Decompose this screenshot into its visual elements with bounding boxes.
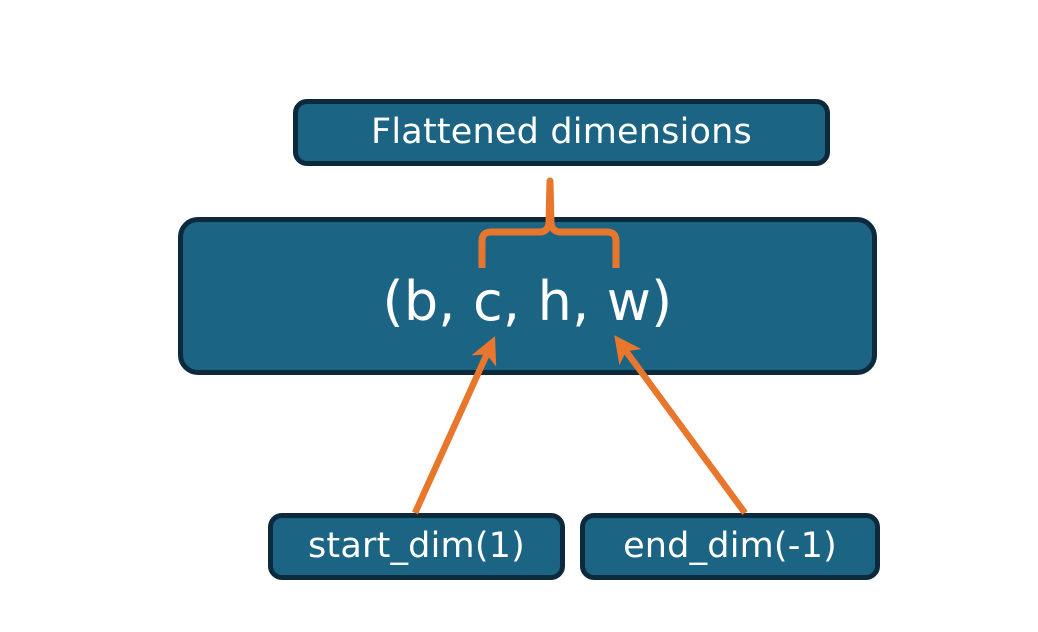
node-tensor-shape-tuple: (b, c, h, w): [178, 217, 877, 375]
node-end-dim-label: end_dim(-1): [623, 526, 837, 566]
node-end-dim: end_dim(-1): [580, 513, 880, 580]
node-start-dim: start_dim(1): [268, 513, 565, 580]
node-tensor-shape-tuple-label: (b, c, h, w): [382, 270, 673, 333]
node-start-dim-label: start_dim(1): [307, 526, 526, 566]
node-flattened-dimensions-label: Flattened dimensions: [371, 112, 752, 152]
node-flattened-dimensions: Flattened dimensions: [293, 99, 830, 166]
